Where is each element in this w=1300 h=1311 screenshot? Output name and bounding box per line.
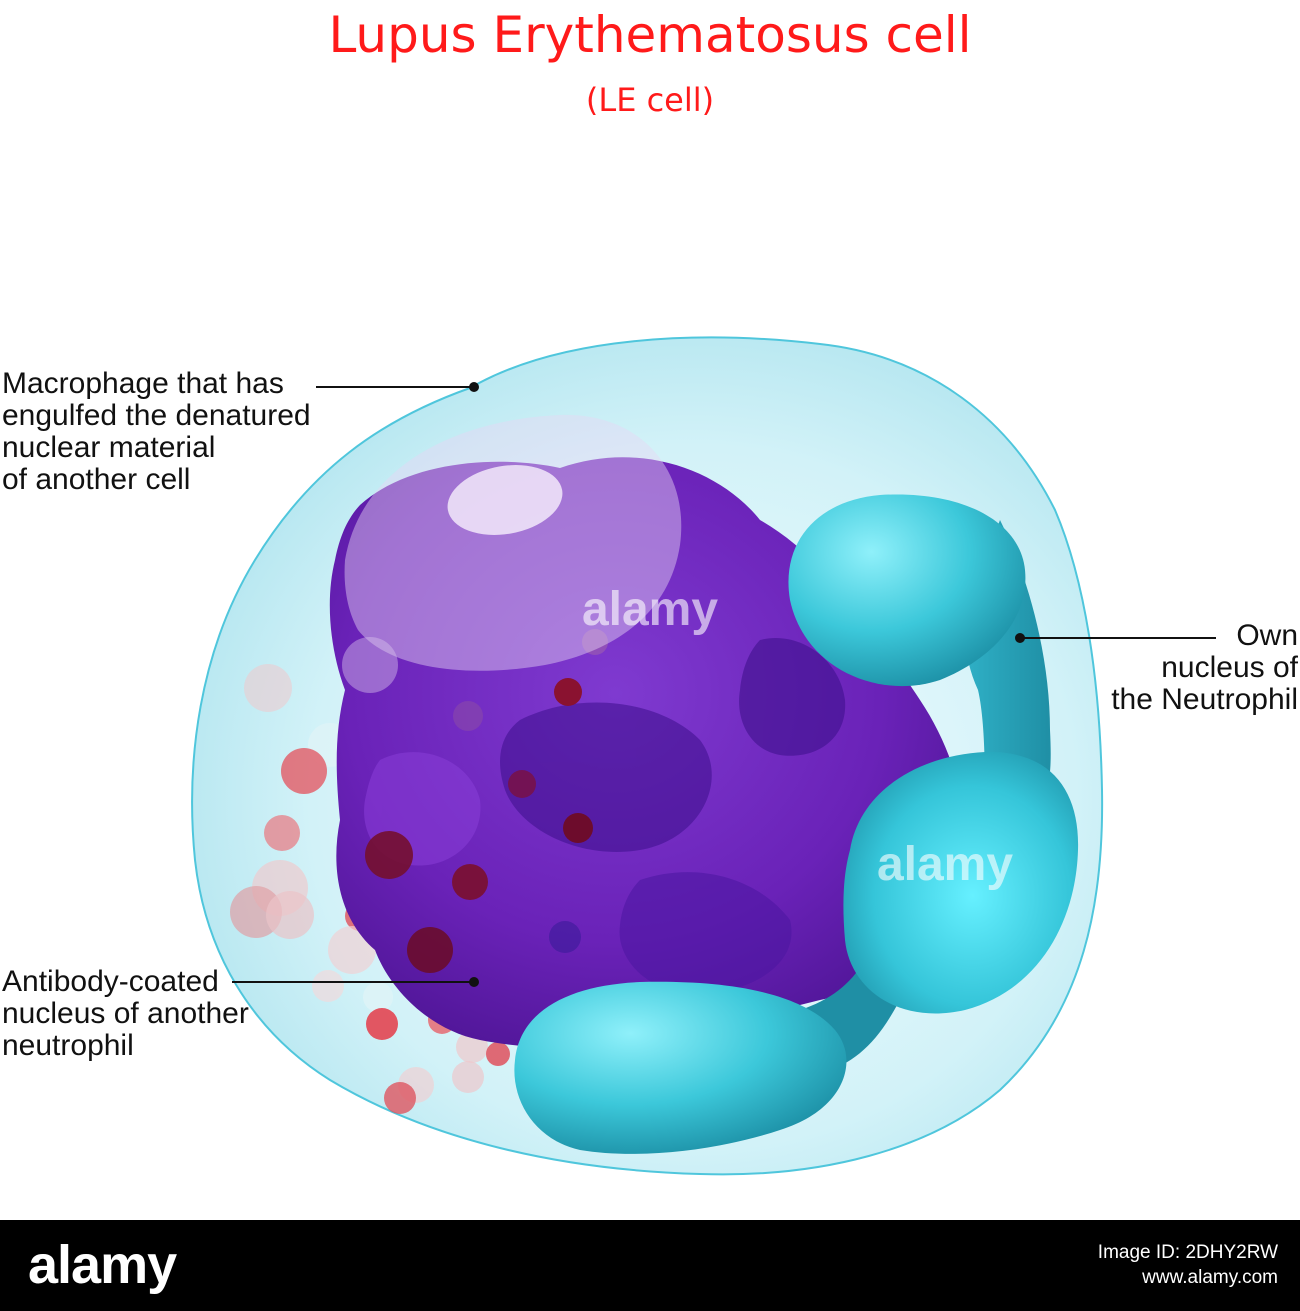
internal-spots — [365, 629, 608, 973]
marker-macrophage — [469, 382, 479, 392]
bottom-lobe — [514, 981, 847, 1154]
site-url[interactable]: www.alamy.com — [1142, 1267, 1278, 1288]
marker-own-nucleus — [1015, 633, 1025, 643]
shine-spot — [447, 465, 563, 535]
diagram-subtitle: (LE cell) — [585, 81, 715, 119]
footer-bar: alamy Image ID: 2DHY2RW www.alamy.com — [0, 1220, 1300, 1311]
le-cell-illustration: alamy alamy — [191, 336, 1216, 1176]
neutrophil-nucleus — [514, 494, 1079, 1154]
leader-lines — [232, 386, 1216, 983]
label-macrophage: Macrophage that has engulfed the denatur… — [2, 367, 311, 496]
nucleus-highlight — [344, 414, 682, 671]
watermark-text-2: alamy — [877, 838, 1013, 891]
watermark-text-1: alamy — [582, 583, 718, 636]
middle-lobe — [843, 751, 1079, 1014]
image-id: Image ID: 2DHY2RW — [1097, 1242, 1278, 1263]
footer-logo: alamy — [28, 1235, 177, 1295]
marker-antibody — [469, 977, 479, 987]
watermark: alamy alamy — [582, 583, 1013, 891]
top-lobe — [788, 494, 1026, 687]
footer-meta: Image ID: 2DHY2RW www.alamy.com — [1098, 1240, 1278, 1290]
diagram-title: Lupus Erythematosus cell — [328, 6, 972, 64]
label-own-nucleus: Own nucleus of the Neutrophil — [1111, 619, 1298, 716]
label-antibody: Antibody-coated nucleus of another neutr… — [2, 965, 249, 1062]
